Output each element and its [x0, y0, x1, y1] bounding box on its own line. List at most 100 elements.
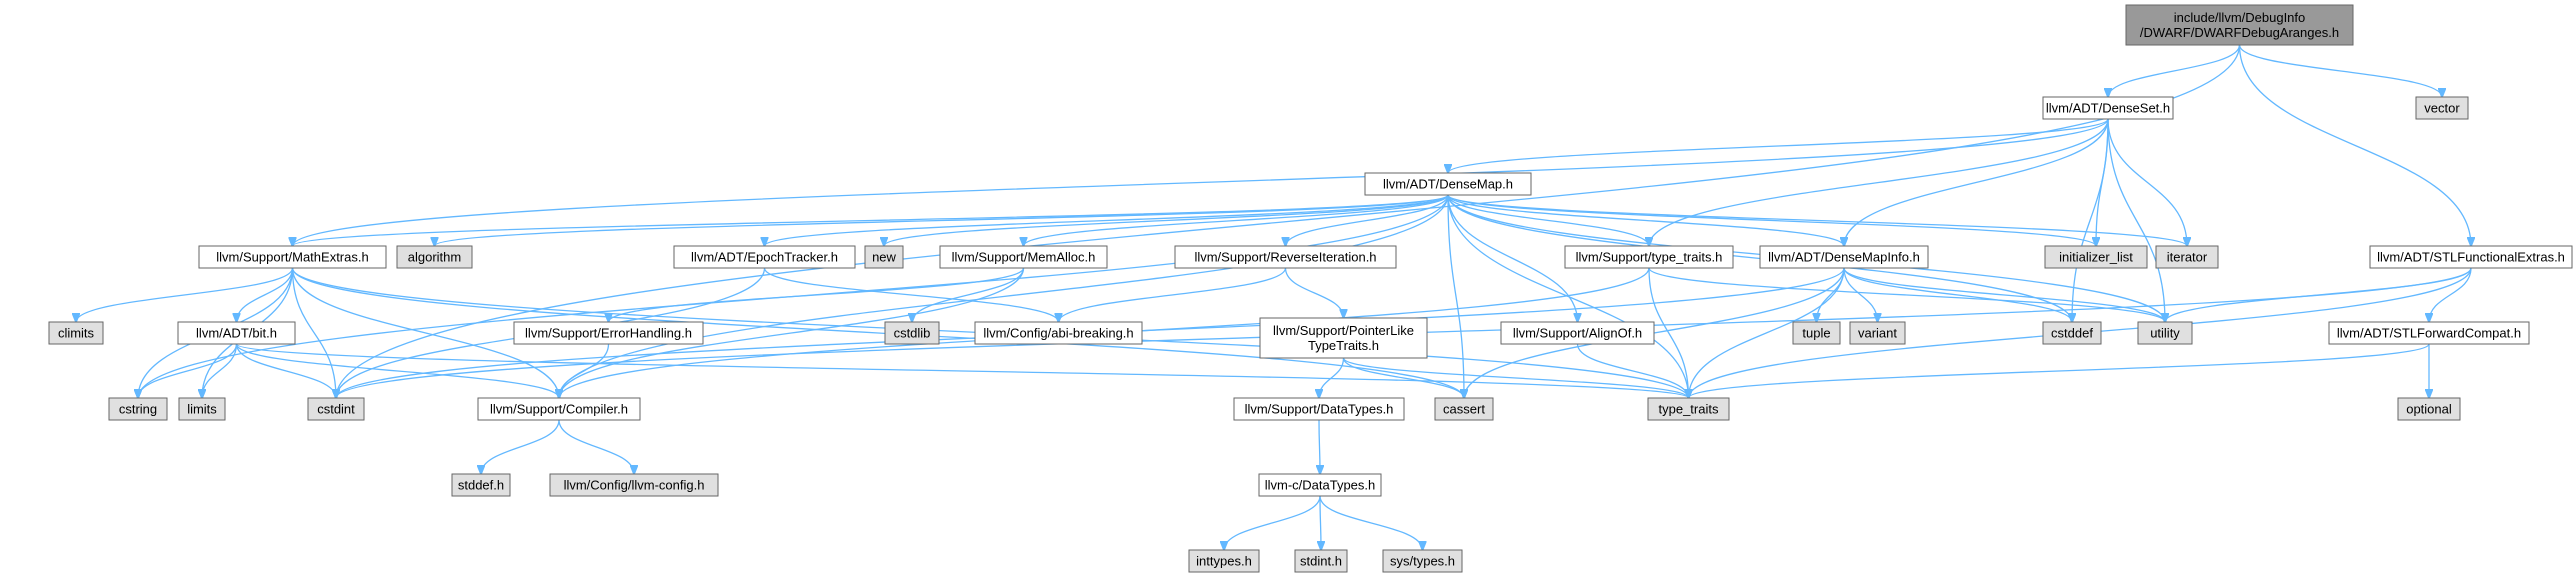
node-inttypes-box [1188, 549, 1260, 573]
edge-typetraits_h-to-type_traits [1648, 267, 1689, 398]
edge-densemap-to-new [884, 194, 1449, 246]
node-climits-label: climits [58, 326, 95, 341]
node-alignof[interactable]: llvm/Support/AlignOf.h [1500, 321, 1655, 345]
node-stlfunc[interactable]: llvm/ADT/STLFunctionalExtras.h [2369, 245, 2573, 269]
edge-densemap-to-cassert [1447, 194, 1464, 398]
edge-compiler-to-llvmconfig [558, 419, 634, 474]
node-densemap-box [1364, 172, 1532, 196]
node-type_traits-label: type_traits [1659, 402, 1719, 417]
node-memalloc[interactable]: llvm/Support/MemAlloc.h [939, 245, 1108, 269]
node-ptrlike-label: llvm/Support/PointerLike [1273, 323, 1414, 338]
node-initlist-box [2044, 245, 2148, 269]
node-epoch[interactable]: llvm/ADT/EpochTracker.h [673, 245, 856, 269]
node-memalloc-box [939, 245, 1108, 269]
edge-mathextras-to-cstdint [291, 267, 337, 398]
node-tuple-label: tuple [1802, 326, 1830, 341]
node-abibreaking[interactable]: llvm/Config/abi-breaking.h [974, 321, 1143, 345]
node-stlforward-box [2328, 321, 2530, 345]
node-systypes: sys/types.h [1382, 549, 1463, 573]
node-densemapinfo[interactable]: llvm/ADT/DenseMapInfo.h [1759, 245, 1929, 269]
edge-bit-to-cstring [138, 343, 238, 398]
node-limits-label: limits [187, 402, 217, 417]
node-iterator-label: iterator [2167, 250, 2208, 265]
edge-cdatatypes-to-inttypes [1224, 495, 1321, 550]
node-inttypes: inttypes.h [1188, 549, 1260, 573]
edge-bit-to-compiler [235, 343, 560, 398]
edge-root-to-stlfunc [2238, 44, 2472, 246]
node-new-label: new [872, 250, 896, 265]
node-vector-label: vector [2424, 101, 2460, 116]
node-stlforward[interactable]: llvm/ADT/STLForwardCompat.h [2328, 321, 2530, 345]
node-iterator-box [2155, 245, 2219, 269]
edge-mathextras-to-bit [237, 267, 294, 322]
node-bit[interactable]: llvm/ADT/bit.h [177, 321, 296, 345]
edge-densemap-to-memalloc [1024, 194, 1449, 246]
node-alignof-label: llvm/Support/AlignOf.h [1513, 326, 1642, 341]
node-root-label: include/llvm/DebugInfo [2174, 10, 2306, 25]
node-root-label: /DWARF/DWARFDebugAranges.h [2140, 25, 2339, 40]
edge-denseset-to-mathextras [293, 118, 2109, 246]
node-cstdlib-label: cstdlib [894, 326, 931, 341]
node-tuple: tuple [1792, 321, 1841, 345]
node-densemapinfo-label: llvm/ADT/DenseMapInfo.h [1768, 250, 1920, 265]
node-root[interactable]: include/llvm/DebugInfo/DWARF/DWARFDebugA… [2125, 4, 2354, 46]
edge-reverseiter-to-abibreaking [1059, 267, 1287, 322]
edge-bit-to-type_traits [235, 343, 1689, 398]
node-ptrlike-label: TypeTraits.h [1308, 338, 1379, 353]
node-denseset[interactable]: llvm/ADT/DenseSet.h [2042, 96, 2174, 120]
edge-densemapinfo-to-type_traits [1689, 267, 1845, 398]
node-iterator: iterator [2155, 245, 2219, 269]
node-bit-label: llvm/ADT/bit.h [196, 326, 277, 341]
node-errorhandling-box [513, 321, 704, 345]
node-cdatatypes-box [1258, 473, 1382, 497]
edge-densemap-to-densemapinfo [1447, 194, 1844, 246]
node-errorhandling-label: llvm/Support/ErrorHandling.h [525, 326, 692, 341]
edge-stlforward-to-type_traits [1689, 343, 2430, 398]
node-datatypes[interactable]: llvm/Support/DataTypes.h [1233, 397, 1405, 421]
node-new-box [864, 245, 904, 269]
edge-densemapinfo-to-cstddef [1843, 267, 2072, 322]
node-typetraits_h[interactable]: llvm/Support/type_traits.h [1564, 245, 1734, 269]
node-reverseiter[interactable]: llvm/Support/ReverseIteration.h [1174, 245, 1397, 269]
node-systypes-label: sys/types.h [1390, 554, 1455, 569]
edge-mathextras-to-compiler [291, 267, 560, 398]
node-densemap[interactable]: llvm/ADT/DenseMap.h [1364, 172, 1532, 196]
edge-ptrlike-to-datatypes [1319, 357, 1345, 398]
edge-densemap-to-reverseiter [1286, 194, 1449, 246]
node-type_traits-box [1647, 397, 1730, 421]
edge-mathextras-to-cassert [291, 267, 1465, 398]
node-variant-box [1849, 321, 1906, 345]
node-cstring: cstring [108, 397, 168, 421]
node-optional: optional [2397, 397, 2461, 421]
node-mathextras-label: llvm/Support/MathExtras.h [216, 250, 368, 265]
node-vector-box [2415, 96, 2469, 120]
node-errorhandling[interactable]: llvm/Support/ErrorHandling.h [513, 321, 704, 345]
node-mathextras[interactable]: llvm/Support/MathExtras.h [198, 245, 387, 269]
node-compiler[interactable]: llvm/Support/Compiler.h [477, 397, 641, 421]
edge-densemap-to-type_traits [1447, 194, 1689, 398]
node-llvmconfig: llvm/Config/llvm-config.h [549, 473, 719, 497]
edge-cdatatypes-to-systypes [1319, 495, 1423, 550]
node-llvmconfig-box [549, 473, 719, 497]
node-root-box [2125, 4, 2354, 46]
edge-densemapinfo-to-tuple [1817, 267, 1845, 322]
node-cdatatypes[interactable]: llvm-c/DataTypes.h [1258, 473, 1382, 497]
node-stlforward-label: llvm/ADT/STLForwardCompat.h [2337, 326, 2521, 341]
node-cstdint: cstdint [307, 397, 365, 421]
node-abibreaking-box [974, 321, 1143, 345]
node-initlist-label: initializer_list [2059, 250, 2133, 265]
edge-densemap-to-initlist [1447, 194, 2096, 246]
node-stdint: stdint.h [1294, 549, 1348, 573]
node-algorithm-box [396, 245, 473, 269]
node-denseset-label: llvm/ADT/DenseSet.h [2046, 101, 2170, 116]
node-cstdint-label: cstdint [317, 402, 355, 417]
edge-cdatatypes-to-stdint [1320, 495, 1321, 550]
node-memalloc-label: llvm/Support/MemAlloc.h [952, 250, 1096, 265]
edge-densemap-to-typetraits_h [1447, 194, 1649, 246]
node-cstddef-box [2042, 321, 2102, 345]
edge-denseset-to-cstddef [2072, 118, 2109, 322]
edge-stlfunc-to-stlforward [2429, 267, 2472, 322]
node-cstdlib-box [884, 321, 940, 345]
node-utility-box [2137, 321, 2193, 345]
